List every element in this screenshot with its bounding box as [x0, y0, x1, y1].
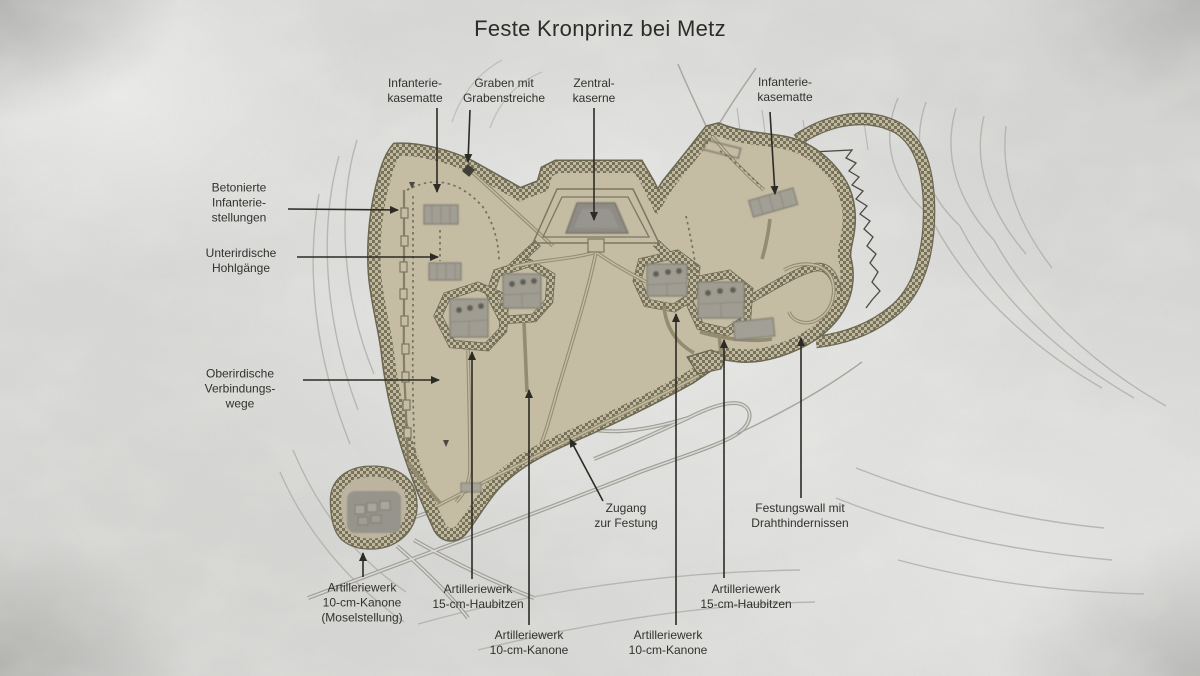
label-graben: Graben mit Grabenstreiche	[462, 76, 546, 105]
label-infanterie-kasematte-rechts: Infanterie- kasematte	[757, 75, 813, 104]
label-artilleriewerk-15cm-rechts: Artilleriewerk 15-cm-Haubitzen	[700, 582, 792, 611]
label-artilleriewerk-10cm-rechts: Artilleriewerk 10-cm-Kanone	[628, 628, 708, 657]
label-festungswall: Festungswall mit Drahthindernissen	[751, 501, 849, 530]
label-oberirdische-wege: Oberirdische Verbindungs- wege	[204, 366, 276, 411]
label-zentralkaserne: Zentral- kaserne	[572, 76, 616, 105]
label-unterirdische-hohlgaenge: Unterirdische Hohlgänge	[205, 246, 277, 275]
page-title: Feste Kronprinz bei Metz	[474, 16, 726, 41]
label-artilleriewerk-mosel: Artilleriewerk 10-cm-Kanone (Moselstellu…	[321, 580, 403, 625]
label-artilleriewerk-10cm-mitte: Artilleriewerk 10-cm-Kanone	[489, 628, 569, 657]
label-infanterie-kasematte-links: Infanterie- kasematte	[387, 76, 443, 105]
label-artilleriewerk-15cm-links: Artilleriewerk 15-cm-Haubitzen	[432, 582, 524, 611]
label-betonierte-stellungen: Betonierte Infanterie- stellungen	[211, 180, 267, 225]
label-zugang: Zugang zur Festung	[594, 501, 658, 530]
